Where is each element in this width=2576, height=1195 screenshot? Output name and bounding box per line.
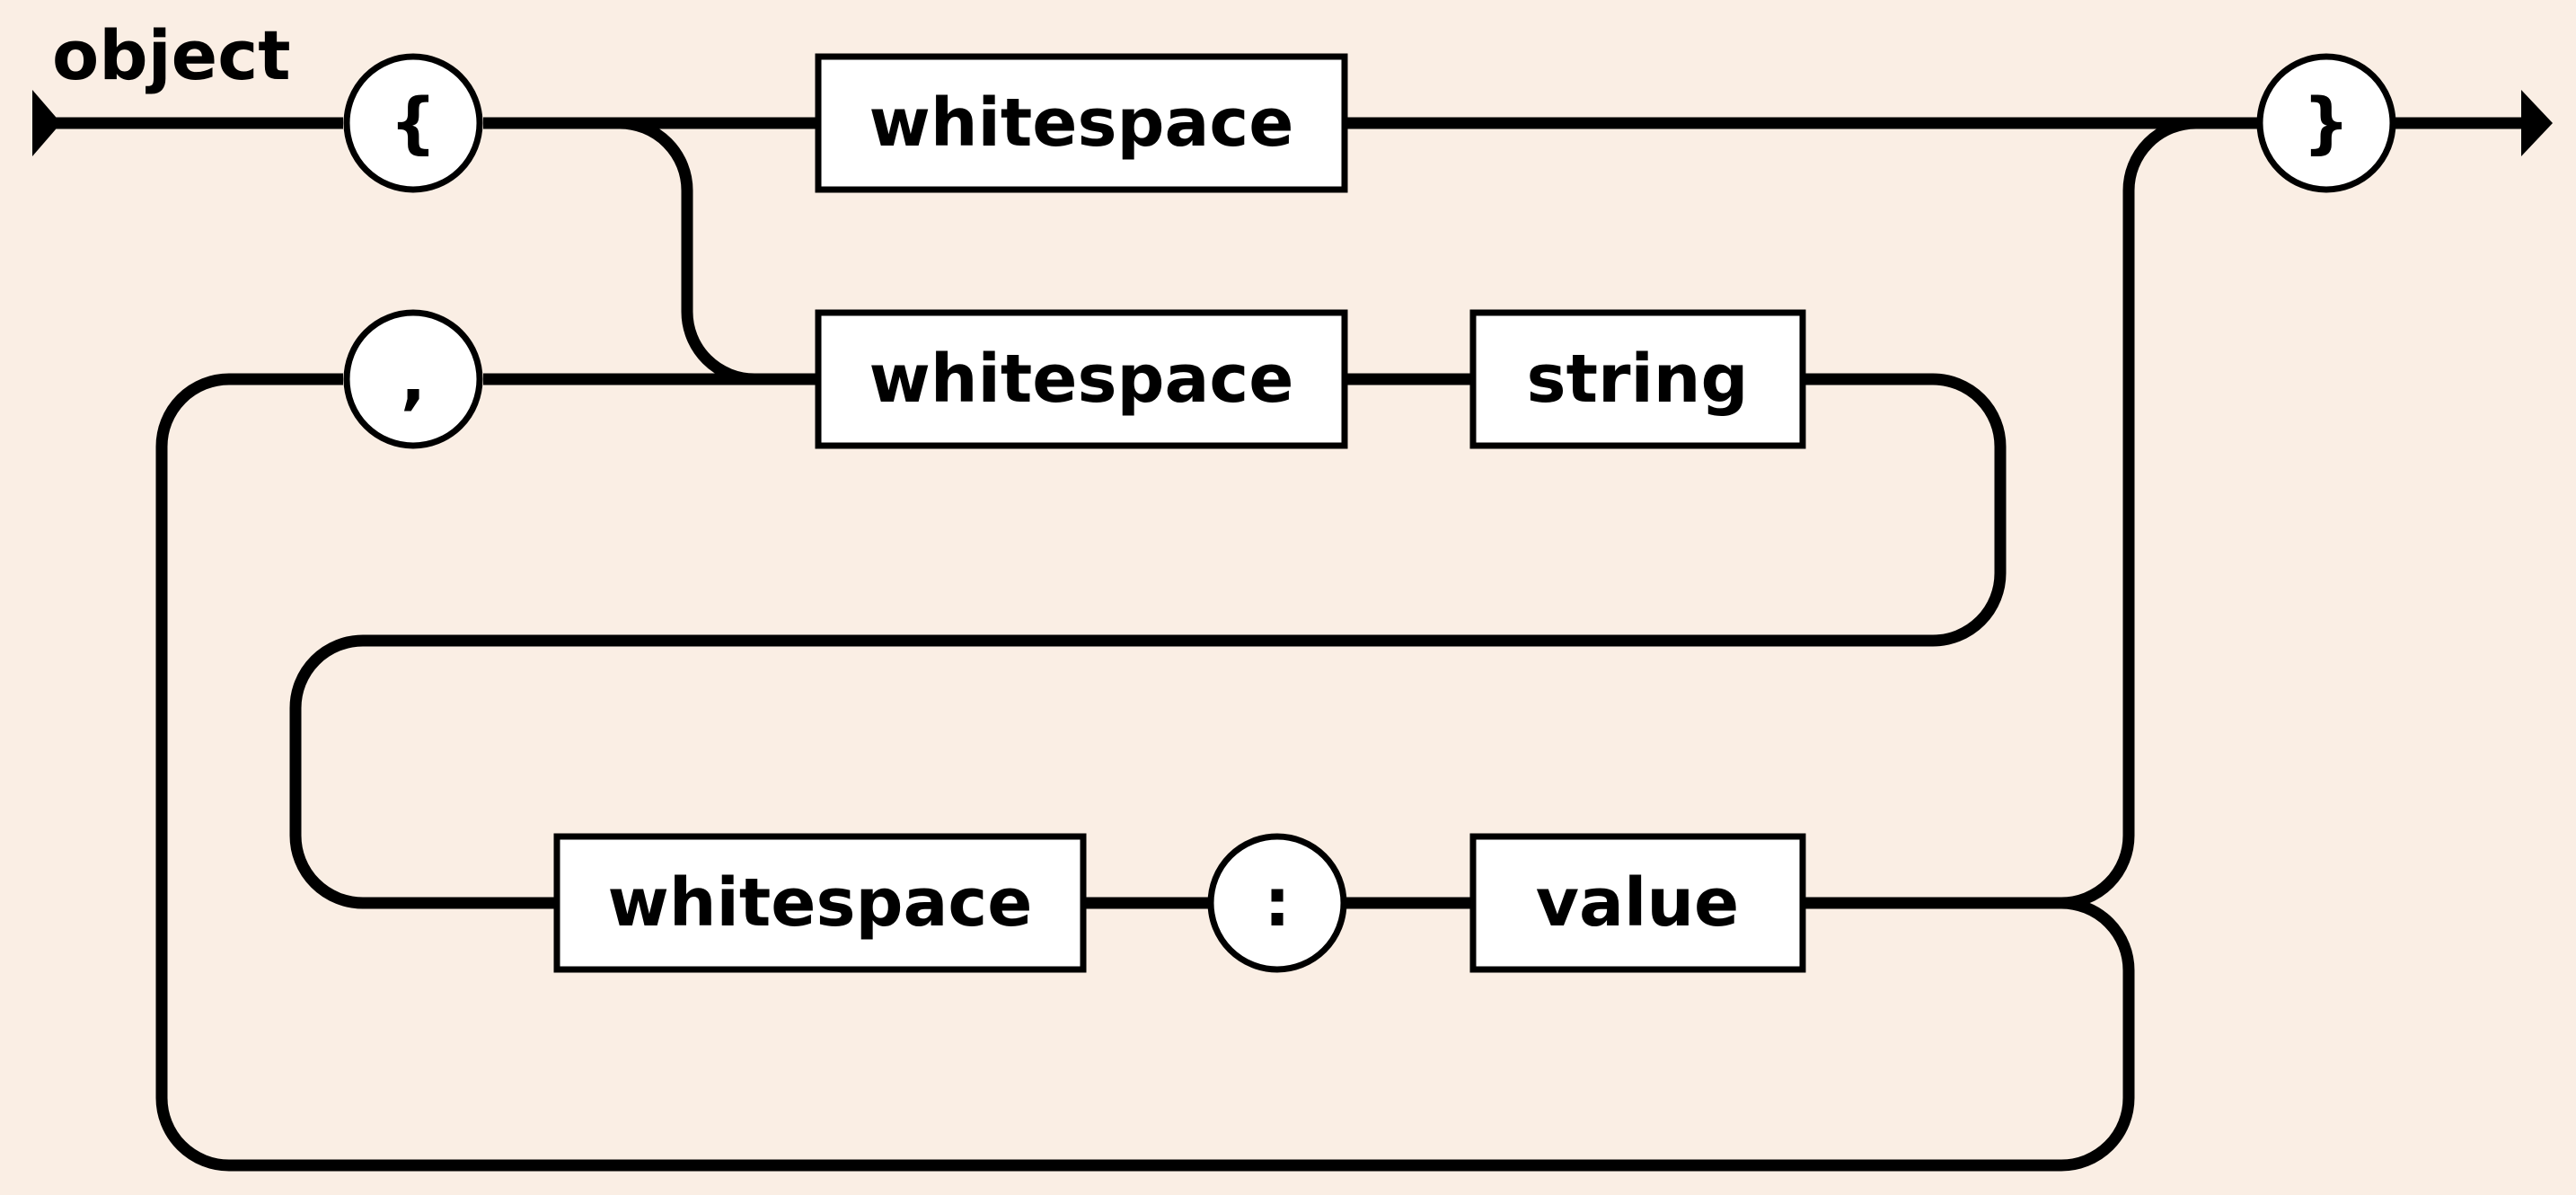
wire-branch-to-members xyxy=(619,117,818,385)
comma-label: , xyxy=(401,341,426,418)
whitespace-mid-label: whitespace xyxy=(869,341,1294,418)
whitespace-top-node: whitespace xyxy=(815,53,1348,193)
whitespace-mid-node: whitespace xyxy=(815,309,1348,449)
exit-arrow-icon xyxy=(2521,90,2553,156)
wires xyxy=(45,117,2533,1172)
value-label: value xyxy=(1536,864,1739,942)
diagram-title: object xyxy=(52,15,291,95)
whitespace-bottom-label: whitespace xyxy=(608,864,1033,942)
colon-node: : xyxy=(1207,833,1347,973)
string-label: string xyxy=(1527,341,1749,418)
close-brace-label: } xyxy=(2303,84,2351,162)
open-brace-label: { xyxy=(390,84,437,162)
close-brace-node: } xyxy=(2256,53,2396,193)
value-node: value xyxy=(1469,833,1806,973)
colon-label: : xyxy=(1264,864,1291,942)
whitespace-top-label: whitespace xyxy=(869,84,1294,162)
entry-marker xyxy=(32,90,61,156)
wire-value-to-close xyxy=(1803,117,2258,909)
whitespace-bottom-node: whitespace xyxy=(553,833,1087,973)
string-node: string xyxy=(1469,309,1806,449)
comma-node: , xyxy=(343,309,483,449)
wire-string-wrap xyxy=(289,373,2007,909)
open-brace-node: { xyxy=(343,53,483,193)
wire-value-loop-to-comma xyxy=(155,373,2135,1172)
